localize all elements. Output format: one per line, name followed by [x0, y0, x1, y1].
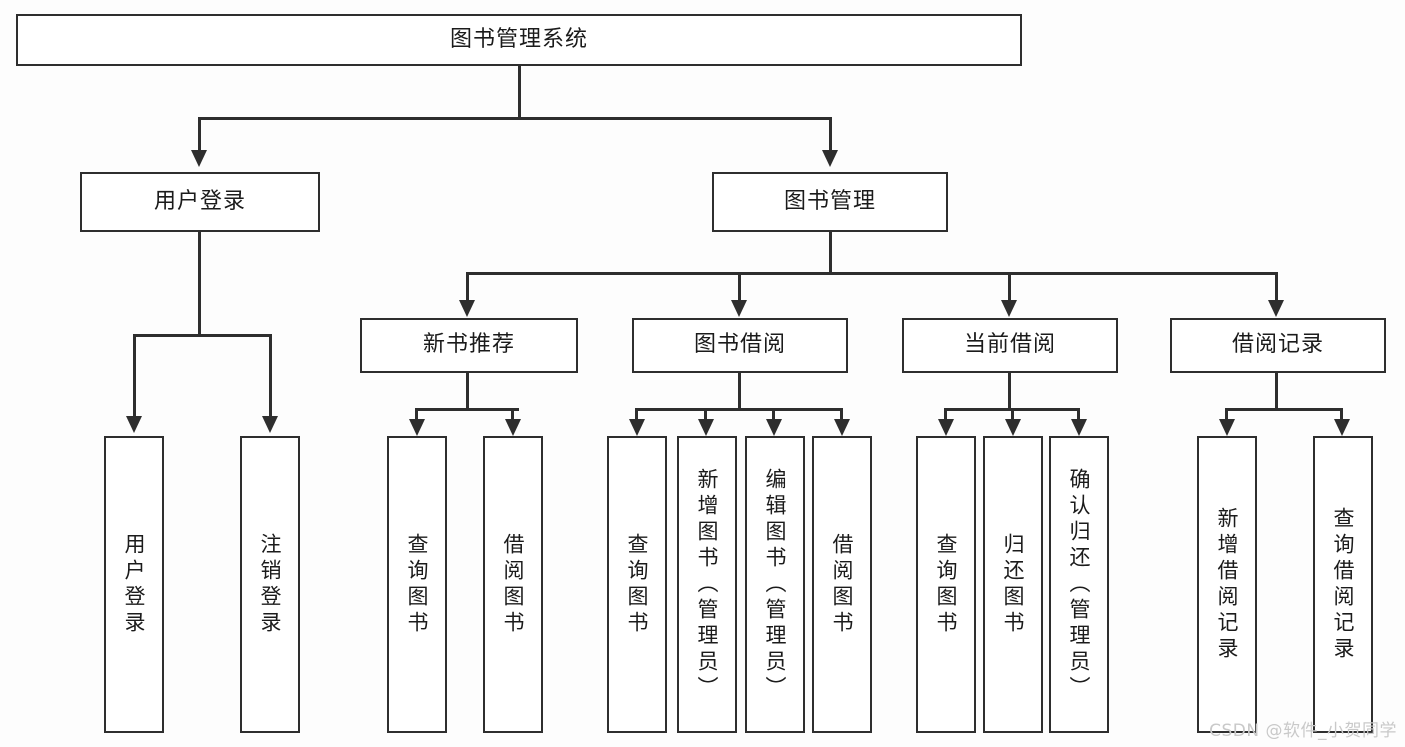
edge-drop-bb-add	[704, 408, 707, 423]
arrow-bb-query	[629, 419, 645, 436]
edge-drop-leaf-logout	[269, 334, 272, 419]
arrow-bb-borrow	[834, 419, 850, 436]
leaf-label: 借阅图书	[501, 532, 526, 637]
leaf-nb-query-book[interactable]: 查询图书	[387, 436, 447, 733]
edge-level3-bus	[466, 272, 1278, 275]
node-label: 借阅记录	[1231, 332, 1324, 358]
edge-drop-leaf-user-login	[133, 334, 136, 419]
edge-drop-bb-edit	[772, 408, 775, 423]
leaf-cb-return-book[interactable]: 归还图书	[983, 436, 1043, 733]
edge-drop-bb-query	[635, 408, 638, 423]
edge-book-borrow-stem	[738, 373, 741, 408]
arrow-leaf-user-login	[126, 416, 142, 433]
arrow-book-borrow	[731, 300, 747, 317]
edge-drop-current-borrow	[1008, 272, 1011, 303]
node-book-borrow[interactable]: 图书借阅	[632, 318, 848, 373]
arrow-new-book	[459, 300, 475, 317]
leaf-label: 新增图书（管理员）	[695, 467, 720, 702]
edge-current-borrow-stem	[1008, 373, 1011, 408]
arrow-br-query	[1334, 419, 1350, 436]
arrow-cb-confirm	[1071, 419, 1087, 436]
edge-drop-cb-query	[944, 408, 947, 423]
edge-user-login-stem	[198, 232, 201, 334]
edge-drop-new-book	[466, 272, 469, 303]
edge-drop-book-manage	[829, 117, 832, 153]
arrow-cb-query	[938, 419, 954, 436]
arrow-nb-borrow	[505, 419, 521, 436]
node-user-login[interactable]: 用户登录	[80, 172, 320, 232]
leaf-label: 新增借阅记录	[1215, 506, 1240, 663]
arrow-br-add	[1219, 419, 1235, 436]
node-label: 图书借阅	[693, 332, 786, 358]
leaf-label: 查询借阅记录	[1331, 506, 1356, 663]
arrow-user-login	[191, 150, 207, 167]
leaf-label: 归还图书	[1001, 532, 1026, 637]
edge-new-book-bus	[415, 408, 519, 411]
edge-drop-cb-confirm	[1077, 408, 1080, 423]
edge-borrow-record-stem	[1275, 373, 1278, 408]
edge-drop-nb-borrow	[511, 408, 514, 423]
edge-new-book-stem	[466, 373, 469, 408]
node-borrow-record[interactable]: 借阅记录	[1170, 318, 1386, 373]
leaf-label: 编辑图书（管理员）	[763, 467, 788, 702]
leaf-bb-query-book[interactable]: 查询图书	[607, 436, 667, 733]
node-label: 当前借阅	[963, 332, 1056, 358]
node-book-management[interactable]: 图书管理	[712, 172, 948, 232]
edge-drop-user-login	[198, 117, 201, 153]
leaf-label: 查询图书	[405, 532, 430, 637]
leaf-br-query-record[interactable]: 查询借阅记录	[1313, 436, 1373, 733]
node-label: 图书管理系统	[449, 26, 588, 52]
leaf-logout[interactable]: 注销登录	[240, 436, 300, 733]
leaf-label: 查询图书	[625, 532, 650, 637]
edge-book-borrow-bus	[635, 408, 843, 411]
edge-drop-br-query	[1340, 408, 1343, 423]
edge-drop-borrow-record	[1275, 272, 1278, 303]
leaf-cb-query-book[interactable]: 查询图书	[916, 436, 976, 733]
leaf-bb-edit-book-admin[interactable]: 编辑图书（管理员）	[745, 436, 805, 733]
arrow-nb-query	[409, 419, 425, 436]
edge-drop-book-borrow	[738, 272, 741, 303]
arrow-cb-return	[1005, 419, 1021, 436]
arrow-bb-edit	[766, 419, 782, 436]
leaf-label: 确认归还（管理员）	[1067, 467, 1092, 702]
arrow-leaf-logout	[262, 416, 278, 433]
arrow-current-borrow	[1001, 300, 1017, 317]
watermark-text: CSDN @软件_小贺同学	[1209, 721, 1397, 741]
node-label: 用户登录	[153, 188, 246, 214]
edge-drop-bb-borrow	[840, 408, 843, 423]
node-current-borrow[interactable]: 当前借阅	[902, 318, 1118, 373]
leaf-nb-borrow-book[interactable]: 借阅图书	[483, 436, 543, 733]
arrow-borrow-record	[1268, 300, 1284, 317]
leaf-label: 借阅图书	[830, 532, 855, 637]
leaf-label: 用户登录	[122, 532, 147, 637]
arrow-book-manage	[822, 150, 838, 167]
edge-drop-nb-query	[415, 408, 418, 423]
node-label: 新书推荐	[422, 332, 515, 358]
leaf-label: 注销登录	[258, 532, 283, 637]
edge-user-login-bus	[133, 334, 272, 337]
edge-root-stem	[518, 66, 521, 117]
leaf-cb-confirm-return-admin[interactable]: 确认归还（管理员）	[1049, 436, 1109, 733]
edge-drop-cb-return	[1011, 408, 1014, 423]
edge-borrow-record-bus	[1225, 408, 1343, 411]
leaf-bb-borrow-book[interactable]: 借阅图书	[812, 436, 872, 733]
edge-level1-bus	[198, 117, 832, 120]
node-new-book-recommend[interactable]: 新书推荐	[360, 318, 578, 373]
arrow-bb-add	[698, 419, 714, 436]
edge-book-manage-stem	[829, 232, 832, 272]
leaf-user-login[interactable]: 用户登录	[104, 436, 164, 733]
edge-drop-br-add	[1225, 408, 1228, 423]
leaf-label: 查询图书	[934, 532, 959, 637]
leaf-bb-add-book-admin[interactable]: 新增图书（管理员）	[677, 436, 737, 733]
leaf-br-add-record[interactable]: 新增借阅记录	[1197, 436, 1257, 733]
node-root-system[interactable]: 图书管理系统	[16, 14, 1022, 66]
node-label: 图书管理	[783, 188, 876, 214]
